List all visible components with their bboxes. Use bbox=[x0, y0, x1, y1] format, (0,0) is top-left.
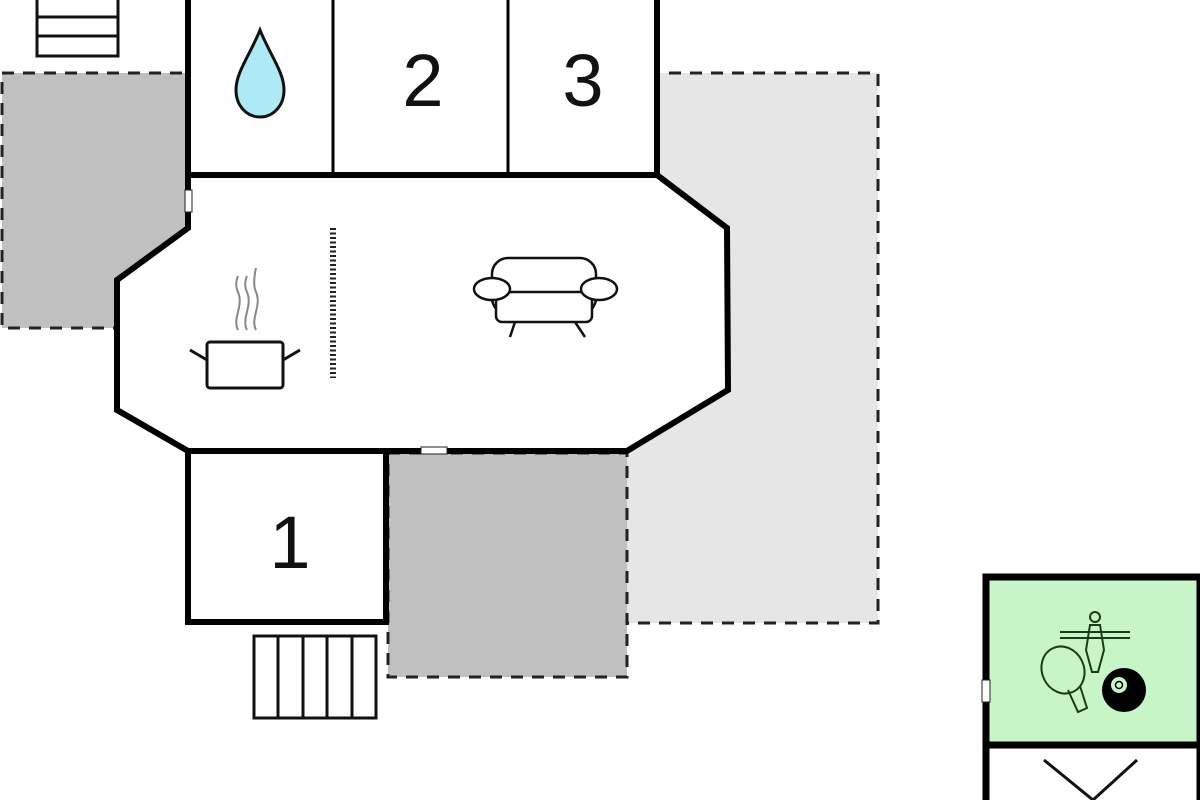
game-room bbox=[982, 573, 1200, 749]
door bbox=[184, 189, 193, 213]
door bbox=[420, 446, 448, 455]
billiard-ball-icon bbox=[1102, 668, 1146, 712]
stairs-icon bbox=[252, 634, 378, 720]
terrace-bottom-dark bbox=[386, 451, 629, 679]
foosball-icon bbox=[1060, 611, 1130, 673]
room-number-1: 1 bbox=[269, 501, 310, 584]
lower-room bbox=[982, 741, 1200, 800]
sofa-icon bbox=[472, 256, 619, 338]
ping-pong-paddle-icon bbox=[1040, 645, 1089, 714]
door bbox=[981, 679, 991, 703]
room-number-2: 2 bbox=[402, 39, 443, 122]
entrance-arrow-icon bbox=[1043, 758, 1139, 800]
stairs-icon bbox=[35, 0, 120, 58]
water-drop-icon bbox=[234, 25, 286, 119]
living-room bbox=[114, 172, 732, 454]
room-number-3: 3 bbox=[562, 39, 603, 122]
cooking-pot-icon bbox=[189, 267, 301, 390]
bedroom-1 bbox=[185, 448, 389, 625]
